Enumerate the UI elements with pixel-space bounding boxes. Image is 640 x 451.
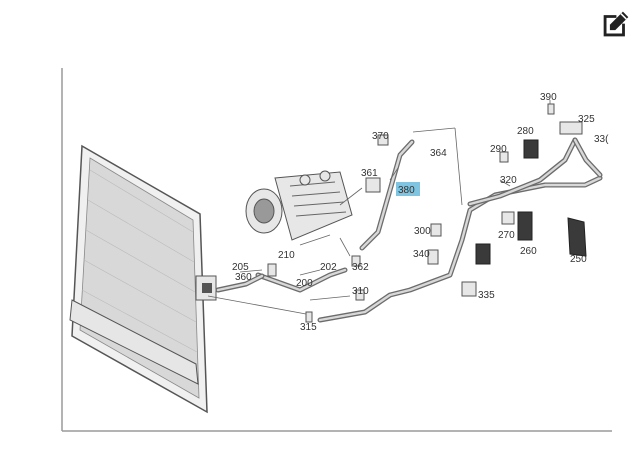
condenser-part — [69, 144, 217, 414]
part-label: 260 — [520, 246, 537, 257]
part-label: 335 — [478, 290, 495, 301]
highlight-box — [396, 182, 420, 196]
part-label: 315 — [300, 322, 317, 333]
part-label: 340 — [413, 249, 430, 260]
part-label: 300 — [414, 226, 431, 237]
part-label: 310 — [352, 286, 369, 297]
part-label: 270 — [498, 230, 515, 241]
part-label: 290 — [490, 144, 507, 155]
part-label: 280 — [517, 126, 534, 137]
part-label: 210 — [278, 250, 295, 261]
leader-lines — [207, 100, 551, 315]
part-label: 390 — [540, 92, 557, 103]
part-label: 370 — [372, 131, 389, 142]
part-label: 362 — [352, 262, 369, 273]
part-label-highlighted: 380 — [398, 185, 415, 196]
part-label: 205 — [232, 262, 249, 273]
small-parts — [267, 103, 587, 323]
part-label: 360 — [235, 272, 252, 283]
part-label: 325 — [578, 114, 595, 125]
edit-button[interactable] — [596, 6, 634, 44]
part-labels: 390 325 33( 280 370 364 290 361 380 320 … — [232, 92, 609, 333]
part-label: 361 — [361, 168, 378, 179]
part-label: 33( — [594, 134, 609, 145]
refrigerant-lines — [215, 137, 603, 323]
part-label: 200 — [296, 278, 313, 289]
part-label: 364 — [430, 148, 447, 159]
pencil-square-icon — [603, 11, 629, 37]
part-label: 320 — [500, 175, 517, 186]
compressor-part — [245, 170, 353, 241]
part-label: 202 — [320, 262, 337, 273]
part-label: 250 — [570, 254, 587, 265]
